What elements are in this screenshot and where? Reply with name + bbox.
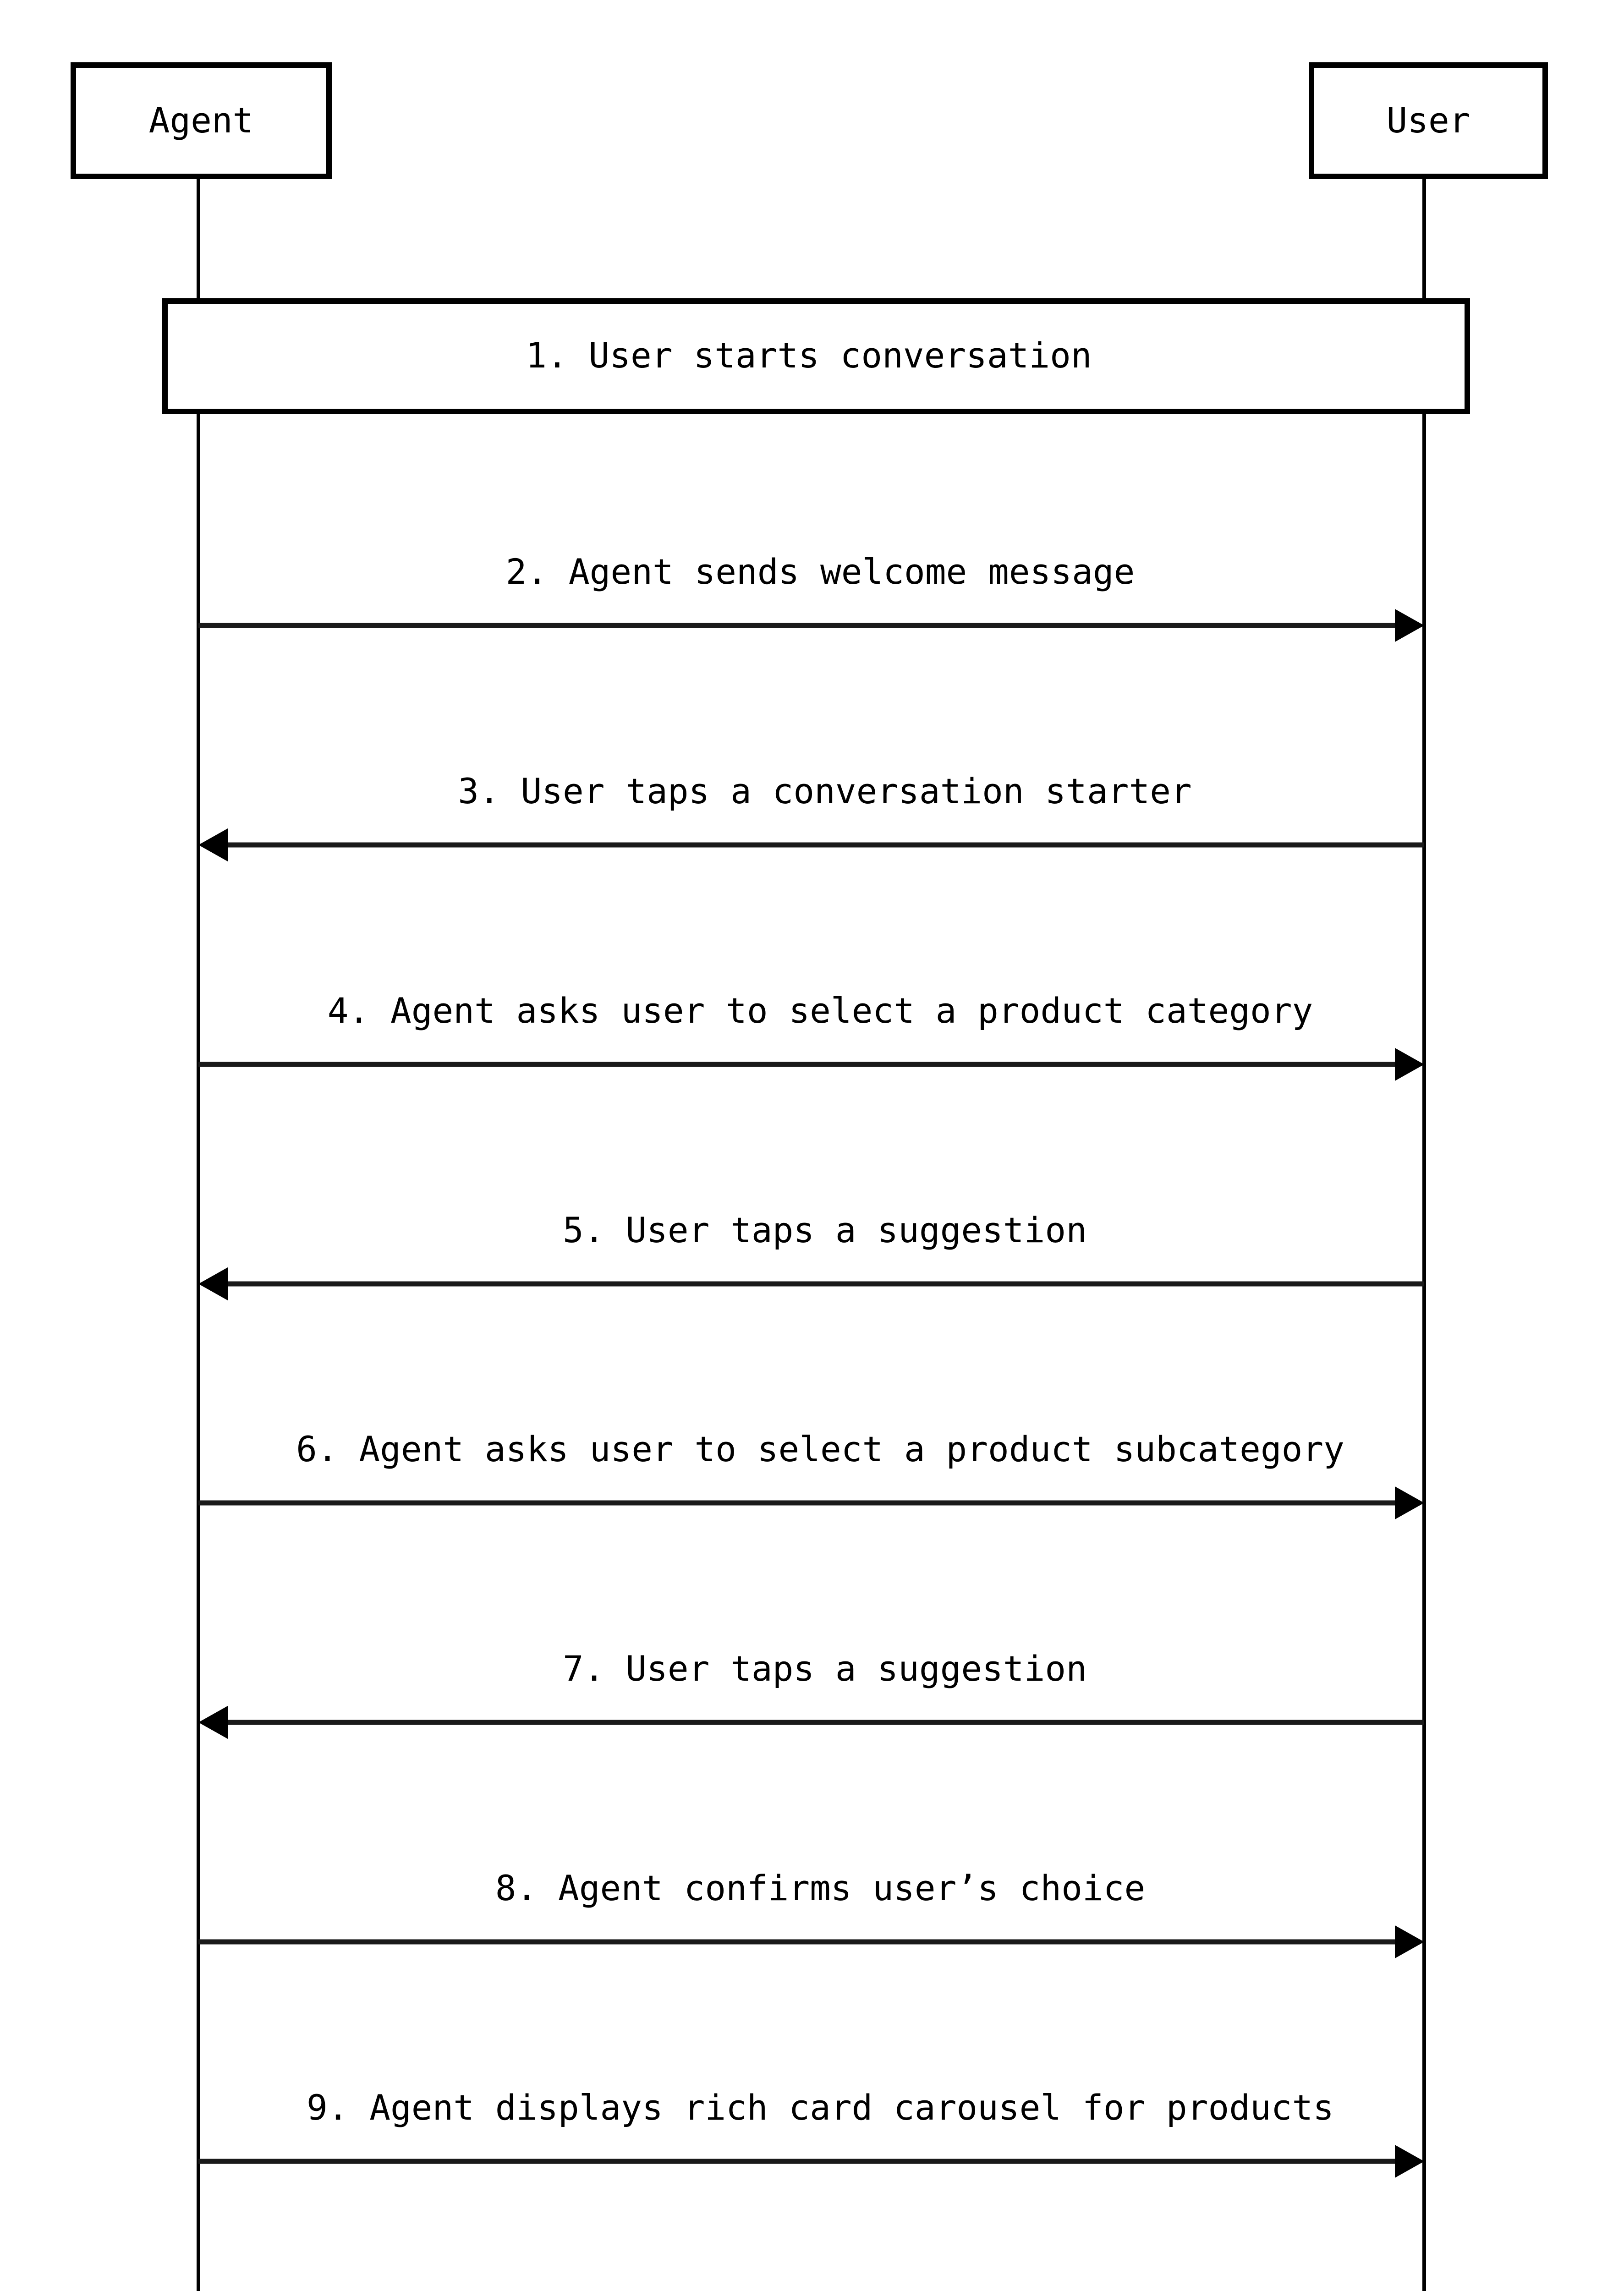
- message-5[interactable]: 5. User taps a suggestion: [198, 1210, 1424, 1300]
- message-1-box[interactable]: [162, 298, 1470, 414]
- message-3-label: 3. User taps a conversation starter: [458, 771, 1191, 811]
- message-9-label: 9. Agent displays rich card carousel for…: [307, 2087, 1334, 2128]
- message-3[interactable]: 3. User taps a conversation starter: [198, 771, 1424, 861]
- participant-label-agent-top: Agent: [149, 100, 254, 141]
- message-8-arrowhead-icon: [1395, 1925, 1424, 1958]
- participant-user-top[interactable]: User: [1309, 62, 1548, 179]
- message-4-label: 4. Agent asks user to select a product c…: [328, 990, 1313, 1031]
- message-7-arrowhead-icon: [198, 1706, 228, 1739]
- message-7-label: 7. User taps a suggestion: [563, 1648, 1087, 1689]
- message-3-arrowhead-icon: [198, 828, 228, 861]
- message-6-arrowhead-icon: [1395, 1486, 1424, 1519]
- message-7[interactable]: 7. User taps a suggestion: [198, 1648, 1424, 1739]
- message-6-label: 6. Agent asks user to select a product s…: [296, 1429, 1344, 1469]
- message-6[interactable]: 6. Agent asks user to select a product s…: [198, 1429, 1424, 1519]
- message-2-arrowhead-icon: [1395, 609, 1424, 642]
- message-4-arrowhead-icon: [1395, 1048, 1424, 1081]
- message-2[interactable]: 2. Agent sends welcome message: [198, 551, 1424, 642]
- message-1-label: 1. User starts conversation: [526, 335, 1092, 376]
- participant-label-user-top: User: [1386, 100, 1470, 141]
- message-8[interactable]: 8. Agent confirms user’s choice: [198, 1868, 1424, 1958]
- message-8-label: 8. Agent confirms user’s choice: [495, 1868, 1145, 1908]
- message-2-label: 2. Agent sends welcome message: [506, 551, 1135, 592]
- message-9-arrowhead-icon: [1395, 2145, 1424, 2178]
- participant-box-user-top[interactable]: [1309, 62, 1548, 179]
- message-5-arrowhead-icon: [198, 1267, 228, 1300]
- message-1[interactable]: 1. User starts conversation: [162, 298, 1470, 414]
- message-4[interactable]: 4. Agent asks user to select a product c…: [198, 990, 1424, 1081]
- participant-box-agent-top[interactable]: [71, 62, 332, 179]
- message-5-label: 5. User taps a suggestion: [563, 1210, 1087, 1250]
- participant-agent-top[interactable]: Agent: [71, 62, 332, 179]
- lifelines: [197, 176, 1426, 2291]
- message-9[interactable]: 9. Agent displays rich card carousel for…: [198, 2087, 1424, 2178]
